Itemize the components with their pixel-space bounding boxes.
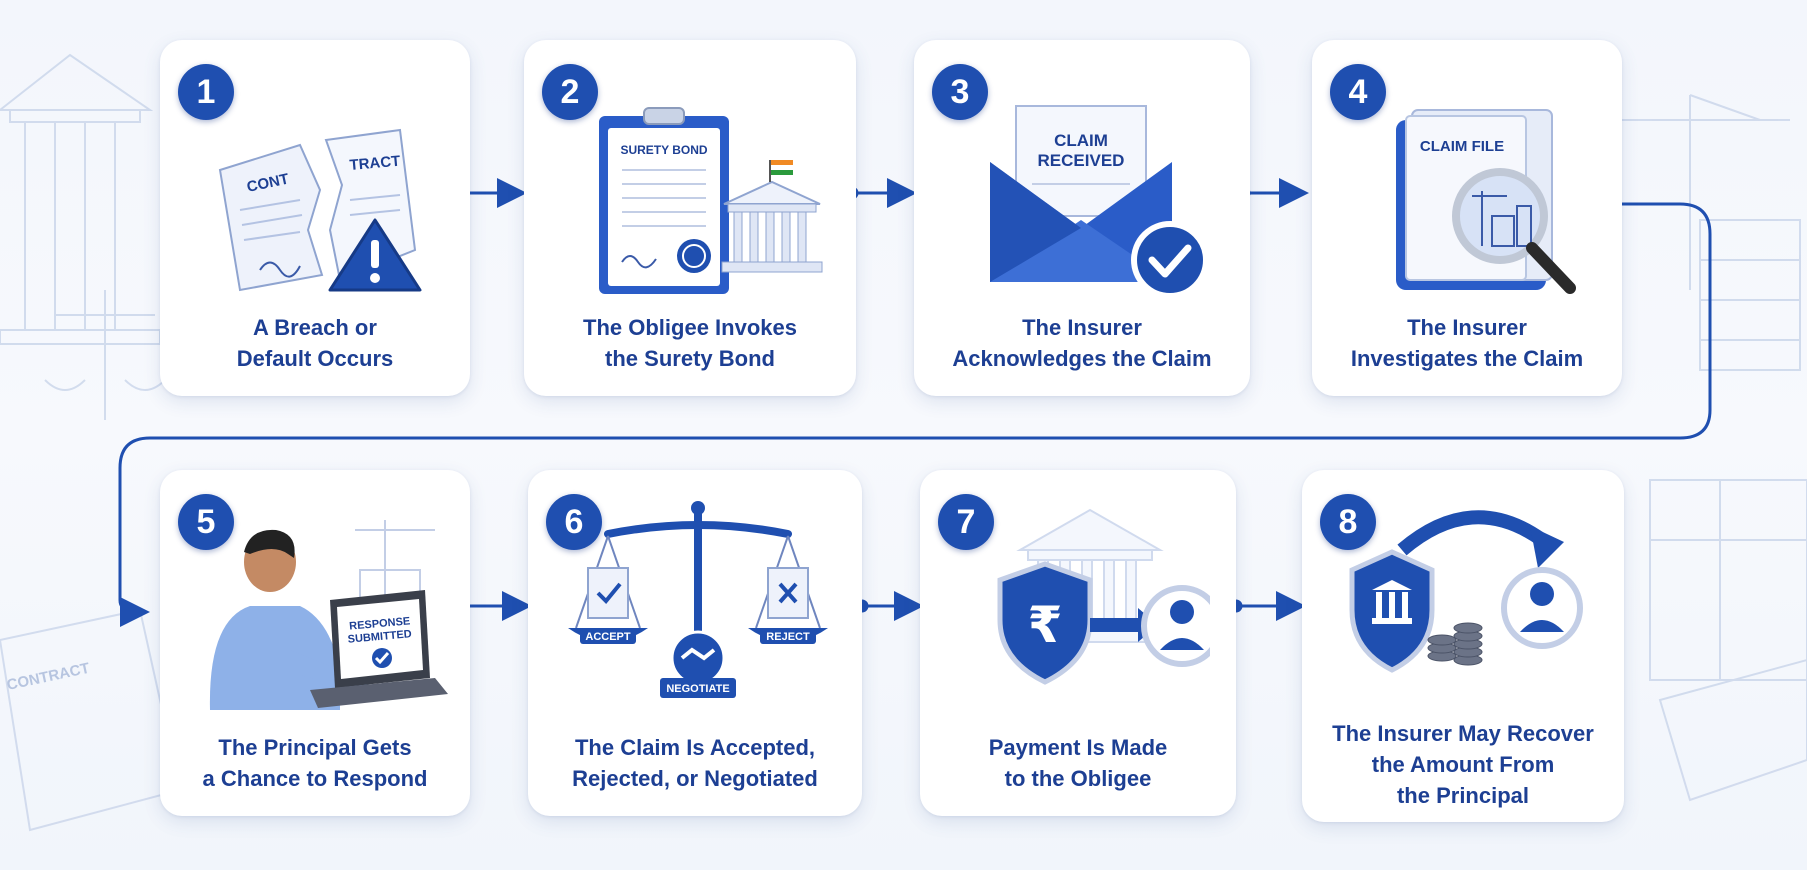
step-label: The Principal Gets a Chance to Respond <box>202 735 428 791</box>
svg-text:REJECT: REJECT <box>766 631 810 643</box>
step-card-1: 1 CONT TRACT A Breach or Default Occurs <box>160 40 470 396</box>
step-card-5: 5 RESPONSE SUBMITTED The Principal Gets … <box>160 470 470 816</box>
torn-contract-icon: CONT TRACT <box>218 128 422 292</box>
svg-text:SUBMITTED: SUBMITTED <box>347 628 412 646</box>
step-number-badge: 1 <box>178 64 234 120</box>
background-contract-label: CONTRACT <box>5 660 91 694</box>
svg-text:CLAIM: CLAIM <box>1054 131 1108 150</box>
step-label: The Claim Is Accepted, Rejected, or Nego… <box>572 735 818 791</box>
svg-text:NEGOTIATE: NEGOTIATE <box>666 683 729 695</box>
arrow-6-7 <box>855 591 924 621</box>
svg-text:TRACT: TRACT <box>349 153 401 174</box>
surety-bond-clipboard-icon: SURETY BOND <box>599 107 823 294</box>
payment-to-obligee-icon: ₹ <box>997 508 1210 685</box>
step-card-6: 6 ACCEPT REJECT NEGOTIATE The Claim Is A… <box>528 470 862 816</box>
step-label: The Insurer May Recover the Amount From … <box>1332 721 1594 808</box>
step-card-8: 8 The Insurer May Recover the Amount Fro… <box>1302 470 1624 822</box>
step-label: Payment Is Made to the Obligee <box>988 735 1168 791</box>
step-label: The Obligee Invokes the Surety Bond <box>583 315 797 371</box>
step-number-badge: 3 <box>932 64 988 120</box>
svg-text:CLAIM FILE: CLAIM FILE <box>1420 138 1504 155</box>
step-card-3: 3 CLAIM RECEIVED The Insurer Acknowledge… <box>914 40 1250 396</box>
bank-building-icon <box>721 180 823 273</box>
india-flag-icon <box>769 160 793 182</box>
recovery-shield-icon <box>1349 510 1583 673</box>
principal-laptop-icon: RESPONSE SUBMITTED <box>209 520 448 710</box>
svg-text:SURETY BOND: SURETY BOND <box>620 143 707 157</box>
arrow-7-8 <box>1229 591 1306 621</box>
claim-file-magnifier-icon: CLAIM FILE <box>1396 109 1576 294</box>
step-card-4: 4 CLAIM FILE The Insurer Investigates th… <box>1312 40 1622 396</box>
step-card-7: 7 ₹ Payment Is Made to the Obligee <box>920 470 1236 816</box>
svg-text:ACCEPT: ACCEPT <box>585 631 631 643</box>
step-number-badge: 4 <box>1330 64 1386 120</box>
balance-scale-icon: ACCEPT REJECT NEGOTIATE <box>568 501 828 698</box>
svg-text:RECEIVED: RECEIVED <box>1038 151 1125 170</box>
step-label: A Breach or Default Occurs <box>236 315 394 371</box>
svg-text:RESPONSE: RESPONSE <box>349 615 411 632</box>
step-label: The Insurer Investigates the Claim <box>1350 315 1584 371</box>
claim-envelope-icon: CLAIM RECEIVED <box>990 105 1209 299</box>
step-label: The Insurer Acknowledges the Claim <box>952 315 1212 371</box>
svg-text:₹: ₹ <box>1028 596 1063 654</box>
step-number-badge: 2 <box>542 64 598 120</box>
step-card-2: 2 SURETY BOND The Obligee Invokes the Su… <box>524 40 856 396</box>
